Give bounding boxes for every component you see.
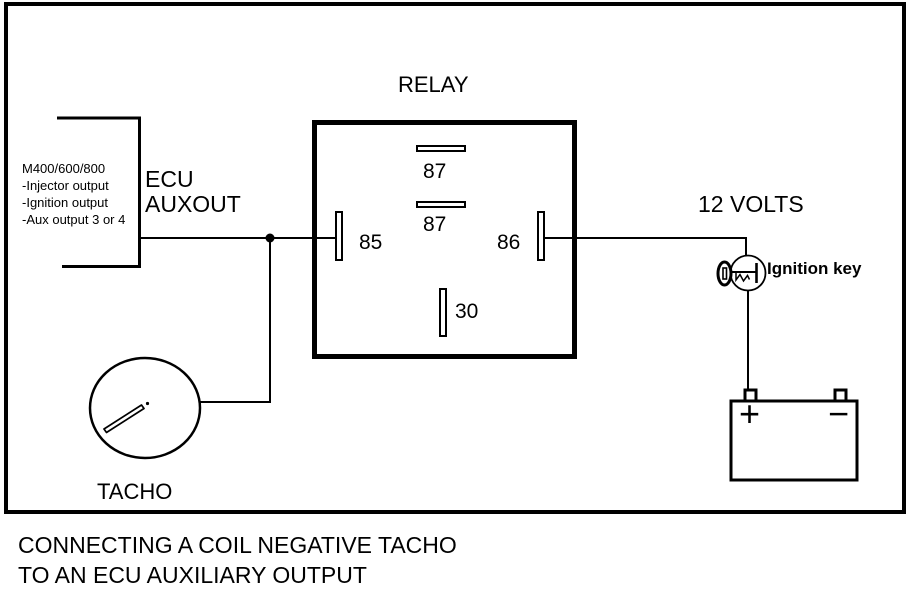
- relay-pin-85-contact: [335, 211, 343, 261]
- wire-relay-to-ignition-key: [544, 237, 747, 257]
- caption-line-1: CONNECTING A COIL NEGATIVE TACHO: [18, 532, 457, 558]
- ecu-note-line: -Aux output 3 or 4: [22, 212, 126, 227]
- ecu-note-line: -Ignition output: [22, 195, 109, 210]
- relay-pin-87-top-contact: [416, 145, 466, 152]
- ecu-notes: M400/600/800 -Injector output -Ignition …: [22, 160, 125, 228]
- pin-label-30: 30: [455, 300, 479, 323]
- battery-positive-terminal: [743, 388, 758, 403]
- battery-negative-terminal: [833, 388, 848, 403]
- pin-label-87-top: 87: [423, 160, 447, 183]
- relay-title: RELAY: [398, 72, 469, 97]
- outer-frame: [4, 2, 906, 514]
- wire-junction-to-tacho: [200, 238, 271, 403]
- relay-pin-86-contact: [537, 211, 545, 261]
- pin-label-87-mid: 87: [423, 213, 447, 236]
- caption-line-2: TO AN ECU AUXILIARY OUTPUT: [18, 562, 367, 588]
- ignition-key-icon: [716, 254, 767, 292]
- ecu-box-bracket: [57, 116, 141, 268]
- tacho-label: TACHO: [97, 479, 173, 504]
- battery-minus-sign: −: [828, 393, 850, 434]
- ecu-label-line2: AUXOUT: [145, 191, 241, 217]
- junction-dot: [265, 233, 275, 243]
- relay-pin-87-mid-contact: [416, 201, 466, 208]
- ecu-note-line: M400/600/800: [22, 161, 106, 176]
- pin-label-85: 85: [359, 231, 383, 254]
- supply-voltage-label: 12 VOLTS: [698, 191, 804, 217]
- ecu-note-line: -Injector output: [22, 178, 109, 193]
- ecu-label-line1: ECU: [145, 166, 194, 192]
- relay-box: [312, 120, 577, 359]
- battery-icon: [729, 388, 859, 482]
- battery-plus-sign: +: [739, 393, 761, 434]
- ignition-key-label: Ignition key: [767, 259, 862, 278]
- pin-label-86: 86: [497, 231, 521, 254]
- tacho-gauge-icon: [88, 356, 202, 460]
- diagram-caption: CONNECTING A COIL NEGATIVE TACHO TO AN E…: [18, 530, 457, 590]
- tacho-needle: [103, 404, 145, 434]
- relay-pin-30-contact: [439, 288, 447, 337]
